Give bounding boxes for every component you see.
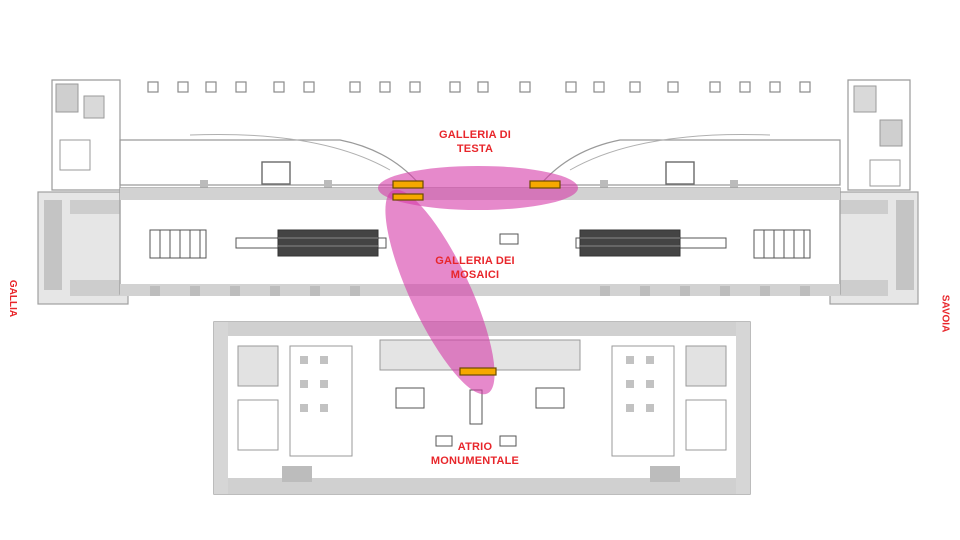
highlight-galleria-dei-mosaici: [385, 189, 495, 395]
left-wing: [37, 79, 129, 305]
marker-testa-left: [392, 180, 424, 189]
top-pillar-row: [147, 81, 811, 93]
label-galleria-di-testa-line2: TESTA: [456, 143, 494, 155]
label-galleria-di-testa-line1: GALLERIA DI: [438, 129, 512, 141]
label-galleria-dei-mosaici-line2: MOSAICI: [450, 269, 500, 281]
label-galleria-di-testa: GALLERIA DI TESTA: [435, 128, 515, 156]
marker-atrio: [459, 367, 497, 376]
highlight-zones: [378, 166, 578, 395]
location-markers: [392, 180, 561, 376]
label-galleria-dei-mosaici: GALLERIA DEI MOSAICI: [430, 254, 520, 282]
label-atrio-monumentale: ATRIO MONUMENTALE: [420, 440, 530, 468]
label-galleria-dei-mosaici-line1: GALLERIA DEI: [435, 255, 515, 267]
label-atrio-line2: MONUMENTALE: [430, 455, 520, 467]
label-atrio-line1: ATRIO: [457, 441, 493, 453]
marker-testa-right: [529, 180, 561, 189]
label-savoia: SAVOIA: [939, 294, 951, 333]
label-gallia: GALLIA: [7, 279, 19, 318]
right-wing: [829, 79, 919, 305]
marker-testa-left-2: [392, 193, 424, 201]
highlight-galleria-di-testa: [378, 166, 578, 210]
